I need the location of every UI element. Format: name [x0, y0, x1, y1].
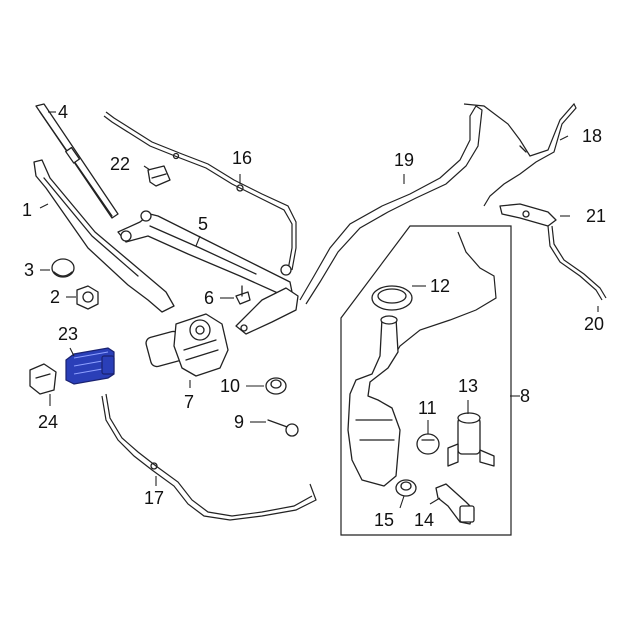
- reservoir-kit-frame: [340, 225, 512, 536]
- part-12-reservoir-cap[interactable]: [371, 285, 413, 311]
- callout-19: 19: [394, 150, 414, 170]
- part-6-bolt[interactable]: [235, 285, 251, 305]
- callout-21: 21: [586, 206, 606, 226]
- callout-2: 2: [50, 287, 60, 307]
- callout-17: 17: [144, 488, 164, 508]
- part-22-connector[interactable]: [147, 165, 171, 187]
- callout-14: 14: [414, 510, 434, 530]
- callout-12: 12: [430, 276, 450, 296]
- callout-23: 23: [58, 324, 78, 344]
- linkage-bracket: [235, 287, 299, 335]
- part-5-wiper-linkage[interactable]: [117, 210, 293, 295]
- callout-20: 20: [584, 314, 604, 334]
- part-9-bolt[interactable]: [267, 419, 299, 437]
- callout-10: 10: [220, 376, 240, 396]
- reservoir-hose: [391, 231, 497, 361]
- part-17-hose[interactable]: [101, 393, 317, 521]
- part-13-washer-pump[interactable]: [447, 412, 495, 467]
- leader-lines: [39, 111, 599, 509]
- part-11-plug[interactable]: [416, 433, 440, 455]
- callout-15: 15: [374, 510, 394, 530]
- part-16-hose[interactable]: [103, 111, 297, 271]
- reservoir-bottle[interactable]: [347, 315, 401, 487]
- callout-3: 3: [24, 260, 34, 280]
- part-10-grommet[interactable]: [265, 377, 287, 395]
- callout-18: 18: [582, 126, 602, 146]
- part-19-hose[interactable]: [299, 105, 483, 305]
- callout-9: 9: [234, 412, 244, 432]
- part-20-hose[interactable]: [547, 225, 607, 301]
- callout-7: 7: [184, 392, 194, 412]
- part-4-wiper-blade[interactable]: [35, 103, 119, 219]
- part-21-bracket[interactable]: [499, 203, 557, 227]
- callout-24: 24: [38, 412, 58, 432]
- callout-4: 4: [58, 102, 68, 122]
- part-7-wiper-motor[interactable]: [145, 313, 229, 377]
- part-23-washer-pump[interactable]: [65, 347, 115, 385]
- callout-1: 1: [22, 200, 32, 220]
- part-14-connector[interactable]: [435, 483, 475, 525]
- part-1-wiper-arm[interactable]: [33, 159, 175, 313]
- callout-16: 16: [232, 148, 252, 168]
- callout-6: 6: [204, 288, 214, 308]
- callout-labels: 4 1 3 2 22 16 5 6 23 24 7 10 9 17 19 18 …: [22, 102, 606, 530]
- callout-11: 11: [418, 398, 437, 418]
- part-2-nut[interactable]: [76, 285, 99, 310]
- part-15-grommet[interactable]: [395, 479, 417, 497]
- callout-22: 22: [110, 154, 130, 174]
- callout-5: 5: [198, 214, 208, 234]
- part-18-hose[interactable]: [463, 102, 577, 207]
- callout-8: 8: [520, 386, 530, 406]
- callout-13: 13: [458, 376, 478, 396]
- part-24-pump-bracket[interactable]: [29, 363, 57, 395]
- part-3-cap[interactable]: [51, 258, 75, 278]
